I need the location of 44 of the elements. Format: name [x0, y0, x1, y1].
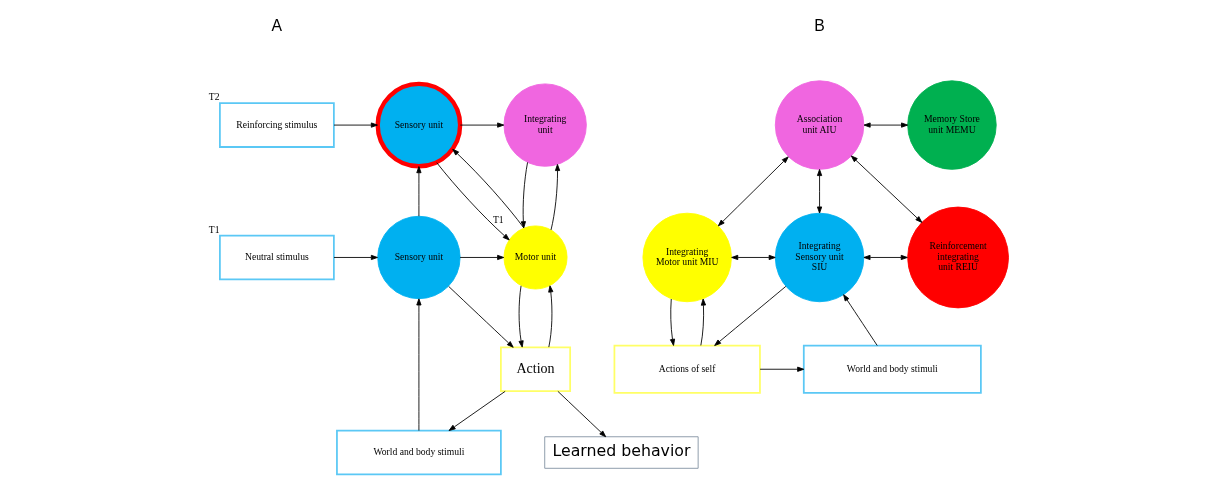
node-box: Reinforcing stimulus: [219, 102, 335, 148]
node-circle: Memory Store unit MEMU: [907, 80, 997, 170]
arrow: [518, 285, 524, 348]
node-circle: Reinforcement integrating unit REIU: [907, 206, 1009, 309]
node-circle: Association unit AIU: [774, 80, 865, 170]
node-box: World and body stimuli: [336, 429, 502, 476]
arrow: [448, 390, 506, 431]
arrow: [550, 164, 561, 231]
node-circle: Sensory unit: [377, 215, 461, 300]
arrow: [452, 148, 525, 229]
arrow: [863, 254, 908, 261]
label: B: [814, 17, 825, 35]
arrow: [459, 122, 505, 128]
arrow: [436, 162, 510, 241]
arrow: [863, 122, 909, 128]
arrow: [717, 156, 789, 227]
arrow: [520, 161, 528, 229]
arrow: [759, 366, 805, 372]
arrow: [416, 166, 422, 217]
label: A: [271, 17, 283, 35]
node-label: T1: [492, 214, 504, 226]
node-box: Learned behavior: [544, 436, 699, 469]
node-circle: Integrating unit: [503, 83, 587, 167]
node-box: Action: [500, 346, 571, 393]
arrow: [731, 254, 776, 261]
node-box: Neutral stimulus: [219, 234, 335, 281]
node-box: Actions of self: [613, 344, 761, 394]
arrow: [700, 298, 707, 346]
arrow: [816, 169, 823, 214]
arrow: [333, 254, 378, 261]
arrow: [459, 254, 505, 261]
arrow: [843, 294, 878, 346]
node-label: T2: [208, 91, 220, 103]
arrow: [416, 298, 422, 431]
node-circle: Integrating Motor unit MIU: [642, 212, 732, 303]
arrow: [448, 285, 514, 348]
arrow: [714, 285, 787, 346]
arrow: [850, 155, 923, 223]
node-label: T1: [208, 223, 220, 235]
arrow: [557, 390, 607, 438]
arrow: [333, 122, 378, 128]
arrow: [669, 298, 676, 346]
arrow: [548, 285, 554, 348]
node-box: World and body stimuli: [802, 344, 982, 394]
